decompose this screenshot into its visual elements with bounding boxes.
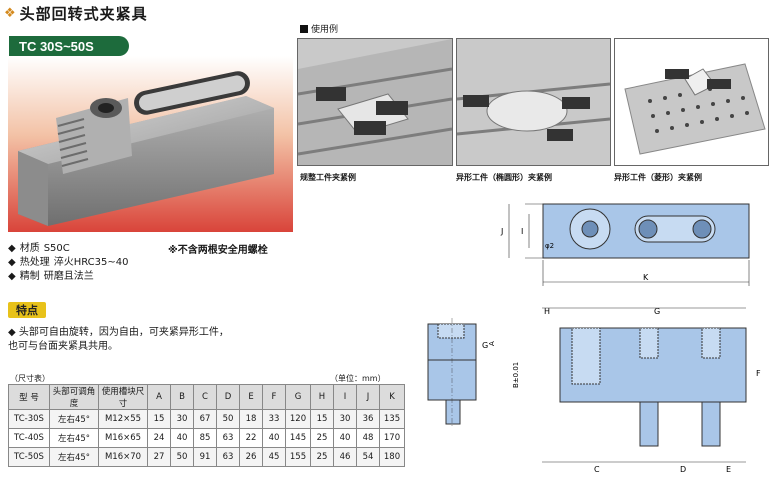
dimension-table: 型 号 头部可调角度 使用槽块尺寸 A B C D E F G H I J K …	[8, 384, 405, 467]
dim-label: G	[654, 307, 660, 316]
spec-item: ◆精制研磨且法兰	[8, 271, 94, 282]
example-photo-oval	[456, 38, 611, 166]
dim-label: A	[488, 341, 496, 346]
bullet-icon: ◆	[8, 271, 16, 282]
example-photo-diamond	[614, 38, 769, 166]
features-badge: 特点	[8, 302, 46, 318]
page-title-row: ❖ 头部回转式夹紧具	[4, 3, 148, 24]
example-caption: 异形工件（菱形）夹紧例	[614, 173, 702, 182]
dim-label: I	[521, 227, 523, 236]
dim-label: E	[726, 465, 731, 474]
table-caption: （尺寸表）	[10, 374, 50, 383]
table-header: J	[356, 384, 380, 410]
table-header: H	[310, 384, 334, 410]
front-view-drawing: H G F C D E	[542, 307, 761, 474]
table-header: 型 号	[8, 384, 50, 410]
table-header: 使用槽块尺寸	[98, 384, 148, 410]
example-caption: 异形工件（椭圆形）夹紧例	[456, 173, 552, 182]
bullet-icon: ◆	[8, 327, 16, 338]
table-header: A	[147, 384, 171, 410]
table-header: K	[379, 384, 405, 410]
table-header: F	[262, 384, 286, 410]
page-title: 头部回转式夹紧具	[19, 5, 148, 23]
example-caption: 规整工件夹紧例	[300, 173, 356, 182]
dim-label: B±0.01	[512, 362, 520, 388]
table-header: G	[285, 384, 311, 410]
table-header: B	[170, 384, 194, 410]
table-header: D	[216, 384, 240, 410]
dim-label: C	[594, 465, 600, 474]
unit-caption: （单位：mm）	[330, 374, 386, 383]
examples-label: 使用例	[300, 22, 338, 35]
spec-item: ◆热处理淬火HRC35~40	[8, 257, 129, 268]
table-header: I	[333, 384, 357, 410]
bolt-note: ※不含两根安全用螺栓	[168, 245, 268, 256]
features-text: ◆ 头部可自由旋转，因为自由，可夹紧异形工件， 也可与台面夹紧具共用。	[8, 327, 229, 352]
bullet-icon: ◆	[8, 243, 16, 254]
dim-label: F	[756, 369, 761, 378]
side-view-drawing: G A B±0.01	[427, 318, 520, 428]
table-header: E	[239, 384, 263, 410]
dim-label: D	[680, 465, 686, 474]
model-badge: TC 30S~50S	[9, 36, 129, 56]
dim-label: K	[643, 273, 649, 282]
square-icon	[300, 24, 308, 33]
diamond-icon: ❖	[4, 6, 16, 21]
dim-label: H	[544, 307, 550, 316]
bullet-icon: ◆	[8, 257, 16, 268]
example-photo-regular	[297, 38, 453, 166]
gauge-label: G	[482, 341, 488, 350]
top-view-drawing: J I φ2 K	[500, 203, 750, 286]
product-photo	[8, 56, 293, 232]
dim-label: φ2	[545, 242, 554, 250]
table-header: 头部可调角度	[49, 384, 99, 410]
table-header-row: 型 号 头部可调角度 使用槽块尺寸 A B C D E F G H I J K	[8, 384, 405, 410]
table-header: C	[193, 384, 217, 410]
dim-label: J	[500, 227, 503, 236]
